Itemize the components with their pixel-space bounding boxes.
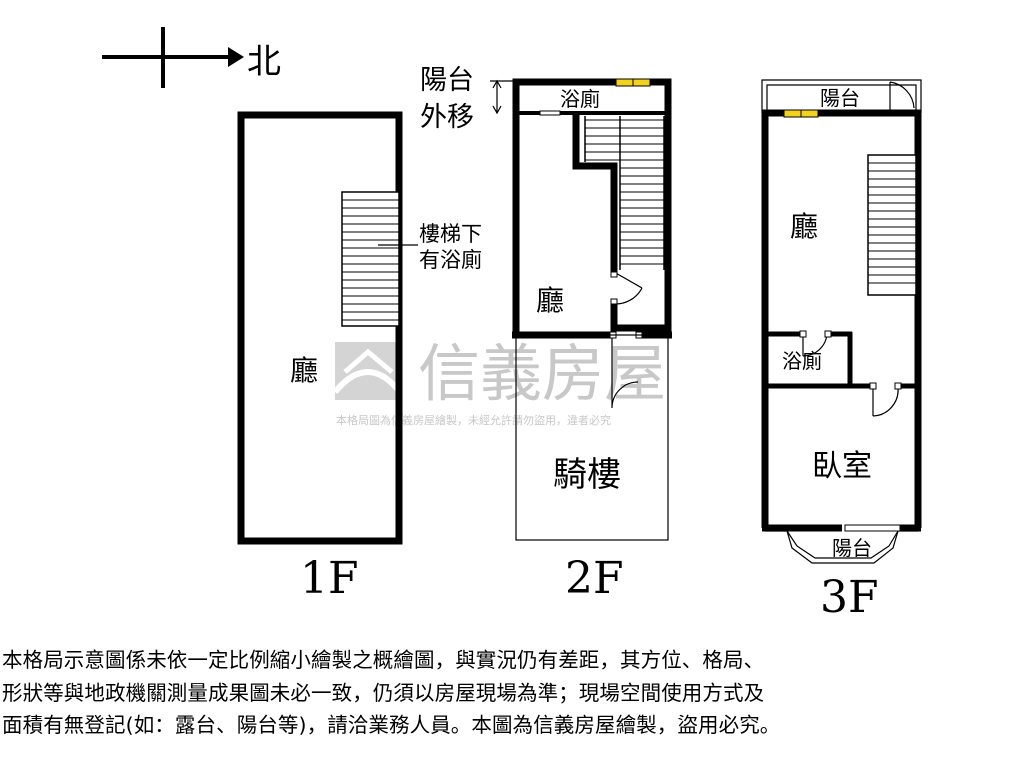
floor-1f-label: 1F [300, 553, 359, 604]
floor-3f-walls [761, 109, 922, 528]
floor-2f-bathroom-label: 浴廁 [560, 87, 600, 111]
floor-1f-staircase [341, 191, 400, 327]
brand-logo-icon [332, 342, 403, 400]
watermark-brand: 信義房屋 [418, 337, 666, 410]
floor-1f-hall-label: 廳 [290, 354, 318, 387]
floor-2f-bathroom-door [539, 110, 561, 116]
floor-plan-diagram: 信義房屋 本格局圖為信義房屋繪製，未經允許請勿盜用，違者必究 北 樓梯下 [102, 27, 922, 623]
floor-3f-hall-label: 廳 [790, 210, 818, 243]
floor-3f-staircase [867, 154, 917, 296]
floor-2f-hall-label: 廳 [536, 284, 564, 317]
floor-3f: 陽台 廳 [761, 79, 922, 623]
floor-2f-note-line-2: 外移 [420, 102, 474, 133]
floor-3f-top-balcony [761, 79, 922, 113]
disclaimer-line-1: 本格局示意圖係未依一定比例縮小繪製之概繪圖，與實況仍有差距，其方位、格局、 [2, 648, 765, 672]
north-label: 北 [247, 42, 281, 82]
floor-2f-label: 2F [565, 553, 624, 604]
floor-3f-label: 3F [820, 572, 879, 623]
floor-3f-bathroom-label: 浴廁 [782, 349, 822, 373]
disclaimer-line-3: 面積有無登記(如：露台、陽台等)，請洽業務人員。本圖為信義房屋繪製，盜用必究。 [2, 713, 781, 737]
floor-1f-note-line-1: 樓梯下 [419, 222, 482, 246]
disclaimer: 本格局示意圖係未依一定比例縮小繪製之概繪圖，與實況仍有差距，其方位、格局、 形狀… [2, 644, 1022, 742]
disclaimer-line-2: 形狀等與地政機關測量成果圖未必一致，仍須以房屋現場為準；現場空間使用方式及 [2, 680, 765, 705]
north-arrow-icon [228, 47, 244, 67]
floor-3f-balcony-door [889, 81, 915, 113]
floor-1f-note-line-2: 有浴廁 [419, 248, 482, 272]
floor-2f-arcade [515, 334, 669, 541]
floor-2f-entry-door [611, 335, 639, 409]
floor-2f-walls [512, 78, 672, 332]
floor-2f-stair-door [613, 271, 643, 305]
floor-3f-bedroom-label: 臥室 [812, 449, 872, 484]
floor-2f-staircase [584, 116, 665, 270]
floor-3f-bottom-balcony [765, 530, 918, 564]
floor-1f-outline [237, 111, 403, 545]
floor-2f: 陽台 外移 浴廁 [420, 65, 672, 604]
floor-2f-note-line-1: 陽台 [420, 65, 474, 96]
watermark-notice: 本格局圖為信義房屋繪製，未經允許請勿盜用，違者必究 [336, 413, 611, 427]
floor-3f-sliding-door [844, 524, 901, 532]
floor-1f: 樓梯下 有浴廁 廳 1F [237, 111, 482, 604]
floor-2f-arcade-label: 騎樓 [553, 455, 621, 495]
watermark: 信義房屋 本格局圖為信義房屋繪製，未經允許請勿盜用，違者必究 [332, 337, 666, 427]
floor-3f-top-balcony-label: 陽台 [820, 86, 860, 110]
floor-3f-bottom-balcony-label: 陽台 [832, 536, 872, 560]
floor-3f-bedroom-door [872, 386, 899, 417]
north-compass: 北 [102, 27, 281, 88]
